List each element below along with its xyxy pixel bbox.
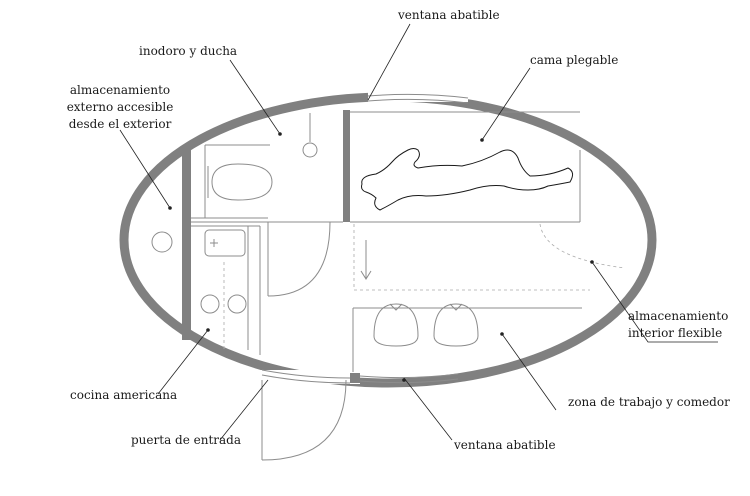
kitchen-sink <box>204 229 246 257</box>
external-storage-hatch <box>151 231 173 253</box>
label-cocina: cocina americana <box>70 388 177 402</box>
leader-puerta <box>219 379 269 441</box>
cooktop-burner-right <box>227 294 247 314</box>
label-almacenamiento-interior-1: almacenamiento <box>628 309 728 323</box>
leader-almacenamiento-interior <box>591 261 718 343</box>
label-ventana-bottom: ventana abatible <box>453 438 556 452</box>
label-almacenamiento-externo-2: externo accesible <box>67 100 174 114</box>
shower-drain <box>302 142 318 158</box>
top-window-frame-inner <box>367 98 469 104</box>
label-inodoro: inodoro y ducha <box>139 44 237 58</box>
label-cama: cama plegable <box>530 53 618 67</box>
dot-cama <box>480 138 484 142</box>
label-ventana-top: ventana abatible <box>397 8 500 22</box>
label-zona-trabajo: zona de trabajo y comedor <box>568 395 730 409</box>
entrance-door-swing <box>261 379 347 461</box>
outer-shell-wall <box>119 92 657 388</box>
leader-inodoro <box>229 59 281 135</box>
label-almacenamiento-externo-1: almacenamiento <box>70 83 170 97</box>
top-window-frame-outer <box>367 93 469 99</box>
dot-cocina <box>206 328 210 332</box>
bottom-window-post <box>350 373 360 383</box>
door-frame-inner <box>261 374 351 384</box>
cooktop-burner-left <box>200 294 220 314</box>
dot-almacenamiento-externo <box>168 206 172 210</box>
label-puerta: puerta de entrada <box>131 433 241 447</box>
dot-zona-trabajo <box>500 332 504 336</box>
storage-partition-wall <box>182 150 191 340</box>
toilet-bowl <box>211 163 273 201</box>
bottom-window-frame-outer <box>359 373 459 379</box>
chair-right <box>433 303 479 347</box>
fold-arrow-head <box>360 270 372 280</box>
leader-almacenamiento-externo <box>119 129 171 209</box>
chair-right-notch <box>449 303 463 311</box>
leader-zona-trabajo <box>501 333 557 411</box>
bathroom-door-swing <box>267 221 331 297</box>
bottom-window-frame-inner <box>359 378 459 384</box>
label-almacenamiento-interior-2: interior flexible <box>628 326 722 340</box>
leader-ventana-bottom <box>403 377 453 441</box>
sleeping-figure <box>361 148 574 211</box>
chair-left-notch <box>389 303 403 311</box>
dot-inodoro <box>278 132 282 136</box>
chair-left <box>373 303 419 347</box>
leader-cocina <box>157 329 209 395</box>
dot-ventana-bottom <box>402 378 406 382</box>
leader-cama <box>481 67 531 141</box>
bathroom-divider-wall <box>343 110 350 222</box>
door-frame-outer <box>261 369 351 379</box>
storage-flex-projection <box>539 223 626 269</box>
label-almacenamiento-externo-3: desde el exterior <box>69 117 172 131</box>
top-window-gap <box>368 92 468 102</box>
leader-lines <box>119 23 718 441</box>
bed-fold-projection <box>353 224 590 291</box>
dot-almacenamiento-interior <box>590 260 594 264</box>
leader-ventana-top <box>367 23 411 101</box>
